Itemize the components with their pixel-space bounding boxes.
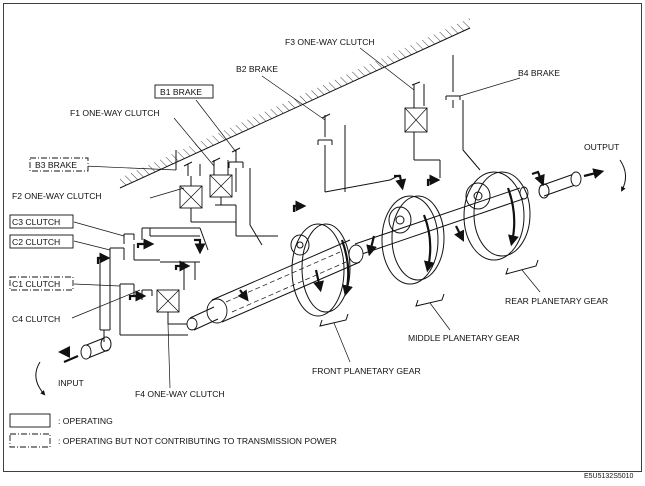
b3-brake-box	[29, 157, 89, 172]
gear-brackets	[319, 259, 541, 363]
front-planetary-gear-element	[290, 223, 364, 317]
legend-not-contributing-label: : OPERATING BUT NOT CONTRIBUTING TO TRAN…	[58, 436, 337, 446]
power-flow-arrows	[96, 170, 545, 302]
legend-operating-label: : OPERATING	[58, 416, 113, 426]
f3-one-way-clutch-element	[404, 81, 441, 178]
transmission-case	[119, 18, 471, 189]
middle-planetary-gear-label: MIDDLE PLANETARY GEAR	[408, 333, 520, 343]
input-label: INPUT	[58, 378, 85, 388]
f2-one-way-clutch-label: F2 ONE-WAY CLUTCH	[12, 191, 102, 201]
b1-brake-box	[154, 84, 214, 99]
b1-brake-element	[228, 147, 263, 246]
c1-clutch-label: C1 CLUTCH	[12, 279, 60, 289]
leader-lines	[71, 47, 521, 389]
b2-brake-element	[317, 113, 401, 193]
c3-clutch-label: C3 CLUTCH	[12, 217, 60, 227]
c2-clutch-box	[9, 234, 74, 249]
b4-brake-element	[445, 55, 481, 171]
c2-clutch-label: C2 CLUTCH	[12, 237, 60, 247]
middle-planetary-gear-element	[381, 195, 445, 285]
f4-one-way-clutch-label: F4 ONE-WAY CLUTCH	[135, 389, 225, 399]
rear-planetary-gear-element	[463, 171, 531, 261]
rear-planetary-gear-label: REAR PLANETARY GEAR	[505, 296, 608, 306]
legend: : OPERATING : OPERATING BUT NOT CONTRIBU…	[9, 413, 337, 448]
legend-operating-swatch	[9, 413, 51, 428]
f3-one-way-clutch-label: F3 ONE-WAY CLUTCH	[285, 37, 375, 47]
legend-not-contributing-swatch	[9, 433, 51, 448]
b1-brake-label: B1 BRAKE	[160, 87, 202, 97]
f1-one-way-clutch-element	[209, 157, 237, 228]
c3-clutch-box	[9, 214, 74, 229]
reference-code: E5U5132S5010	[584, 473, 634, 480]
output-label: OUTPUT	[584, 142, 620, 152]
output-shaft	[538, 159, 626, 199]
input-shaft	[35, 336, 112, 396]
b2-brake-label: B2 BRAKE	[236, 64, 278, 74]
c1-clutch-box	[9, 276, 74, 291]
f2-one-way-clutch-element	[175, 150, 278, 237]
front-planetary-gear-label: FRONT PLANETARY GEAR	[312, 366, 421, 376]
f1-one-way-clutch-label: F1 ONE-WAY CLUTCH	[70, 108, 160, 118]
b3-brake-label: B3 BRAKE	[35, 160, 77, 170]
outer-border	[3, 3, 642, 472]
c4-clutch-label: C4 CLUTCH	[12, 314, 60, 324]
b4-brake-label: B4 BRAKE	[518, 68, 560, 78]
